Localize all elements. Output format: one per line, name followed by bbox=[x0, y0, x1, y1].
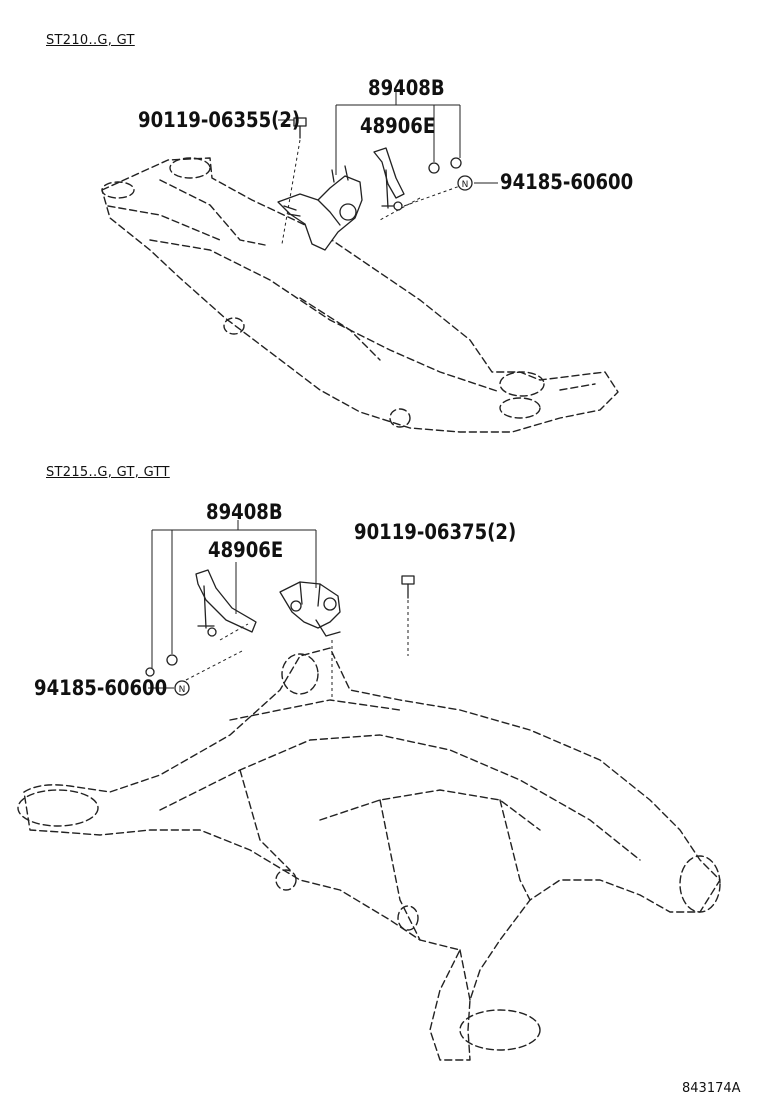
bottom-link-rod bbox=[195, 569, 257, 637]
bottom-nut-icon bbox=[174, 680, 190, 696]
bottom-nut-icon-letter: N bbox=[179, 685, 186, 695]
top-label-sensor: 89408B bbox=[368, 76, 445, 100]
top-label-nut: 94185-60600 bbox=[500, 170, 634, 194]
bottom-washers bbox=[145, 654, 178, 677]
figure-code: 843174A bbox=[682, 1081, 741, 1096]
bottom-height-sensor bbox=[279, 581, 341, 637]
bottom-label-link: 48906E bbox=[208, 538, 284, 562]
section-title-st215: ST215..G, GT, GTT bbox=[46, 465, 170, 480]
bottom-bolt bbox=[401, 575, 415, 599]
top-link-rod bbox=[373, 147, 405, 211]
bottom-suspension-member bbox=[17, 647, 721, 1061]
bottom-label-bolt: 90119-06375(2) bbox=[354, 520, 517, 544]
bottom-label-sensor: 89408B bbox=[206, 500, 283, 524]
top-nut-icon-letter: N bbox=[462, 180, 469, 190]
section-title-st210: ST210..G, GT bbox=[46, 33, 135, 48]
top-bolt bbox=[293, 117, 307, 139]
top-label-link: 48906E bbox=[360, 114, 436, 138]
top-washers bbox=[428, 157, 462, 174]
top-nut-icon bbox=[457, 175, 473, 191]
top-leader-lines bbox=[278, 92, 498, 245]
top-height-sensor bbox=[277, 165, 363, 251]
bottom-leader-lines bbox=[148, 520, 409, 700]
top-suspension-member bbox=[101, 157, 619, 433]
bottom-label-nut: 94185-60600 bbox=[34, 676, 168, 700]
top-label-bolt: 90119-06355(2) bbox=[138, 108, 301, 132]
